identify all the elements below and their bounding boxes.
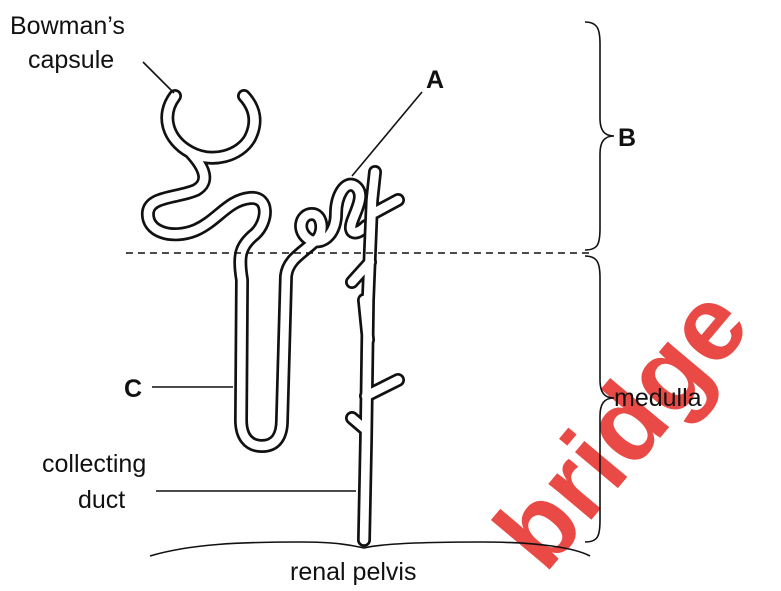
watermark-text: bridge — [472, 266, 771, 590]
label-collecting-line1: collecting — [42, 450, 146, 478]
label-bowmans-line1: Bowman’s — [10, 12, 125, 40]
watermark: bridge — [472, 266, 771, 590]
label-c: C — [124, 375, 142, 403]
label-bowmans-line2: capsule — [28, 46, 114, 74]
label-b: B — [618, 124, 636, 152]
label-renal-pelvis: renal pelvis — [290, 558, 416, 586]
a-leader — [352, 92, 422, 176]
label-collecting-line2: duct — [78, 486, 125, 514]
label-a: A — [426, 66, 444, 94]
label-medulla: medulla — [614, 384, 702, 412]
nephron-tubule — [148, 96, 366, 446]
bowmans-leader — [143, 62, 174, 93]
brace-b — [585, 22, 614, 250]
